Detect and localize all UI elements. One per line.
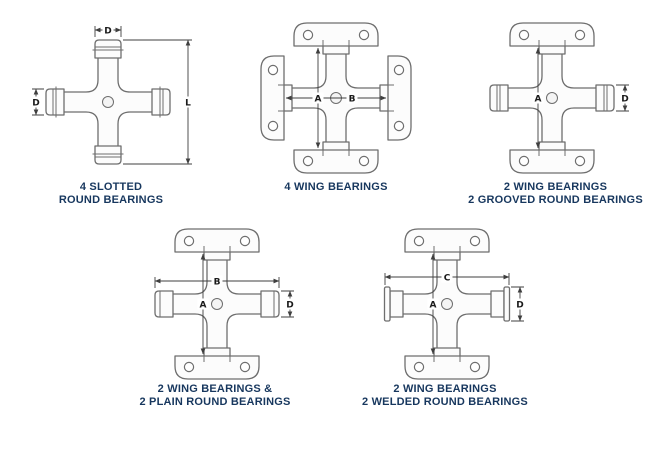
dim-label-b: B <box>213 277 220 287</box>
plain-round-bearing-left <box>153 290 174 318</box>
diagram-2-wing-2-plain-round: B A D <box>153 228 295 380</box>
caption-line-1: 2 WING BEARINGS <box>393 383 497 395</box>
figure-2-wing-2-grooved-round-bearings: A D 2 WING BEARINGS 2 GROOVED ROUND BEAR… <box>458 18 653 207</box>
dim-label-a: A <box>315 94 322 104</box>
wing-bearing-top <box>293 22 379 55</box>
dim-label-a: A <box>199 300 206 310</box>
dim-label-c: C <box>443 273 450 283</box>
figure-caption: 2 WING BEARINGS 2 GROOVED ROUND BEARINGS <box>458 181 653 207</box>
caption-line-2: ROUND BEARINGS <box>58 194 164 206</box>
slotted-round-bearing-bottom <box>91 145 125 165</box>
wing-bearing-bottom <box>293 141 379 174</box>
dim-label-d-left: D <box>32 98 39 108</box>
figure-caption: 4 SLOTTED ROUND BEARINGS <box>16 181 206 207</box>
figure-caption: 2 WING BEARINGS 2 WELDED ROUND BEARINGS <box>338 383 552 409</box>
caption-line-1: 4 SLOTTED <box>79 181 143 193</box>
wing-bearing-top <box>173 228 260 261</box>
welded-round-bearing-left <box>383 286 404 322</box>
figure-2-wing-2-welded-round-bearings: C A D 2 WING BEARINGS 2 WELDED ROUND BEA… <box>338 228 552 409</box>
dim-label-d: D <box>286 300 293 310</box>
wing-bearing-bottom <box>173 347 260 380</box>
dim-label-d-top: D <box>104 26 111 36</box>
wing-bearing-top <box>403 228 490 261</box>
figure-2-wing-2-plain-round-bearings: B A D 2 WING BEARINGS & 2 PLAIN ROUND BE… <box>108 228 322 409</box>
cross-hub <box>102 96 114 108</box>
diagram-4-wing-bearings: A B <box>260 22 412 174</box>
slotted-round-bearing-top <box>91 39 125 59</box>
caption-line-2: 2 WELDED ROUND BEARINGS <box>362 396 528 408</box>
figure-4-slotted-round-bearings: D D L 4 SLOTTED ROUND BEARINGS <box>16 18 206 207</box>
plain-round-bearing-right <box>259 290 280 318</box>
caption-line-1: 2 WING BEARINGS <box>503 181 608 193</box>
wing-bearing-bottom <box>403 347 490 380</box>
slotted-round-bearing-left <box>45 85 65 119</box>
cross-hub <box>546 92 558 104</box>
slotted-round-bearing-right <box>151 85 171 119</box>
diagram-2-wing-2-welded-round: C A D <box>383 228 525 380</box>
figure-caption: 2 WING BEARINGS & 2 PLAIN ROUND BEARINGS <box>108 383 322 409</box>
dim-label-b: B <box>349 94 356 104</box>
dim-label-a: A <box>535 94 542 104</box>
caption-line-2: 2 PLAIN ROUND BEARINGS <box>139 396 291 408</box>
wing-bearing-top <box>509 22 595 55</box>
figure-caption: 4 WING BEARINGS <box>246 181 426 194</box>
caption-line-1: 2 WING BEARINGS & <box>157 383 273 395</box>
caption-line-1: 4 WING BEARINGS <box>284 181 388 193</box>
wing-bearing-bottom <box>509 141 595 174</box>
diagram-2-wing-2-grooved-round: A D <box>489 22 631 174</box>
grooved-round-bearing-left <box>489 84 509 112</box>
dim-label-d: D <box>516 300 523 310</box>
figure-4-wing-bearings: A B 4 WING BEARINGS <box>246 18 426 194</box>
welded-round-bearing-right <box>489 286 510 322</box>
cross-hub <box>210 298 223 310</box>
dim-label-d: D <box>621 94 628 104</box>
diagram-4-slotted-round-bearings: D D L <box>30 25 194 165</box>
grooved-round-bearing-right <box>595 84 615 112</box>
cross-hub <box>440 298 453 310</box>
dim-label-l: L <box>185 98 191 108</box>
caption-line-2: 2 GROOVED ROUND BEARINGS <box>468 194 643 206</box>
dim-label-a: A <box>429 300 436 310</box>
